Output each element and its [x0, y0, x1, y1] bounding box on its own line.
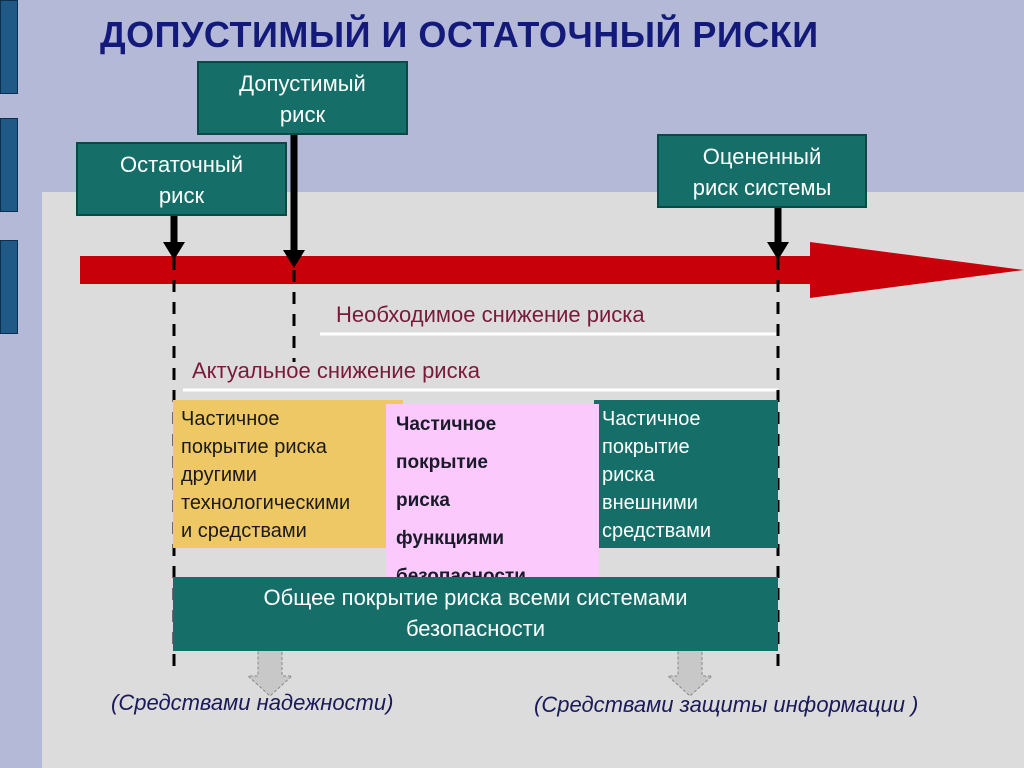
security-functions-cell: Частичное покрытие риска функциями безоп… — [386, 404, 599, 580]
risk-axis-arrow — [80, 242, 1024, 298]
reliability-footer: (Средствами надежности) — [111, 690, 394, 715]
info-protection-footer: (Средствами защиты информации ) — [534, 692, 919, 717]
other-technologies-cell: Частичное покрытие риска другими техноло… — [173, 400, 403, 548]
external-means-cell: Частичное покрытие риска внешними средст… — [594, 400, 778, 548]
slide-title: ДОПУСТИМЫЙ И ОСТАТОЧНЫЙ РИСКИ — [100, 14, 819, 55]
assessed-pointer — [767, 242, 789, 260]
side-bar — [0, 240, 18, 334]
side-bar — [0, 118, 18, 212]
side-bar — [0, 0, 18, 94]
info-protection-down-arrow — [666, 645, 714, 697]
actual-reduction-label: Актуальное снижение риска — [192, 358, 480, 383]
residual-pointer — [163, 242, 185, 260]
required-reduction-label: Необходимое снижение риска — [336, 302, 645, 327]
reliability-down-arrow — [246, 645, 294, 697]
acceptable-pointer — [283, 250, 305, 268]
